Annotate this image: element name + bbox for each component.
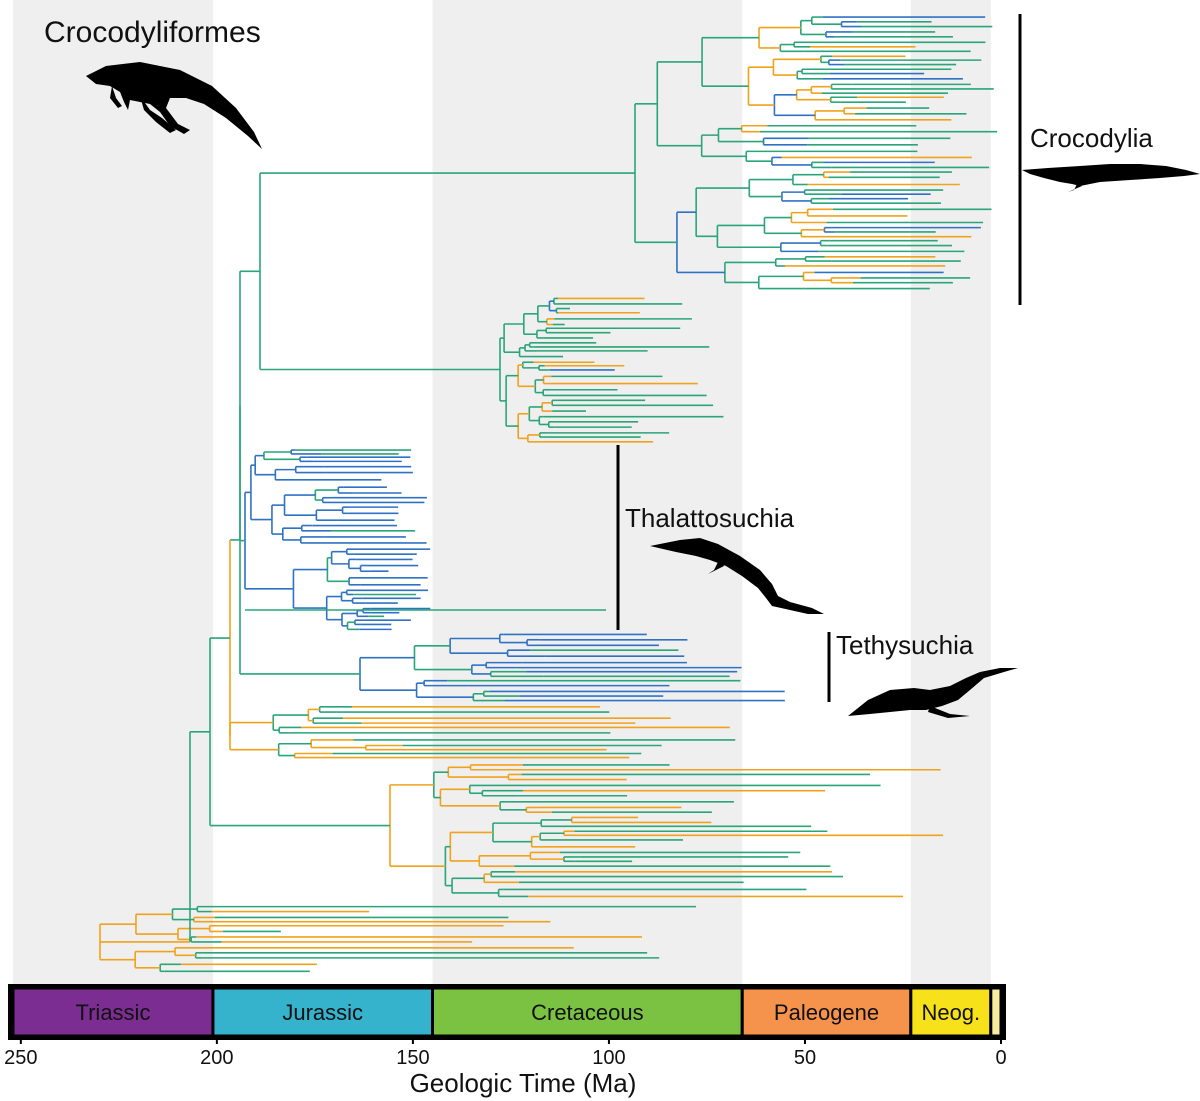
phylogenetic-tree [99,16,998,973]
period-label: Neog. [921,1000,980,1025]
x-axis-ticks: 250 200 150 100 50 0 [4,1038,1007,1069]
clade-label-crocodylia: Crocodylia [1030,123,1153,153]
x-tick-label: 200 [200,1047,233,1069]
thalattosuchia-silhouette [650,538,824,614]
timescale-frame [8,984,1006,1040]
x-tick-label: 150 [396,1047,429,1069]
shaded-band [910,0,991,985]
chart-title: Crocodyliformes [44,16,261,49]
period-block [431,986,744,1038]
x-tick-label: 50 [794,1047,816,1069]
crocodylia-silhouette [1022,164,1200,192]
period-label: Triassic [75,1000,150,1025]
period-label: Paleogene [774,1000,879,1025]
shaded-band [13,0,213,985]
x-tick-label: 0 [995,1047,1006,1069]
period-block [989,986,1003,1038]
period-label: Jurassic [282,1000,363,1025]
crocodyliform-silhouette [86,62,262,149]
x-axis-title: Geologic Time (Ma) [410,1068,637,1098]
shaded-band [432,0,743,985]
period-block [909,986,993,1038]
geologic-timescale: Triassic Jurassic Cretaceous Paleogene Neog. [8,984,1006,1040]
tethysuchia-silhouette [848,668,1018,718]
period-label: Cretaceous [531,1000,644,1025]
x-tick-label: 250 [4,1047,37,1069]
period-shading [13,0,991,985]
clade-label-thalattosuchia: Thalattosuchia [625,503,795,533]
clade-label-tethysuchia: Tethysuchia [836,630,974,660]
clade-brackets [616,14,1022,702]
x-tick-label: 100 [592,1047,625,1069]
